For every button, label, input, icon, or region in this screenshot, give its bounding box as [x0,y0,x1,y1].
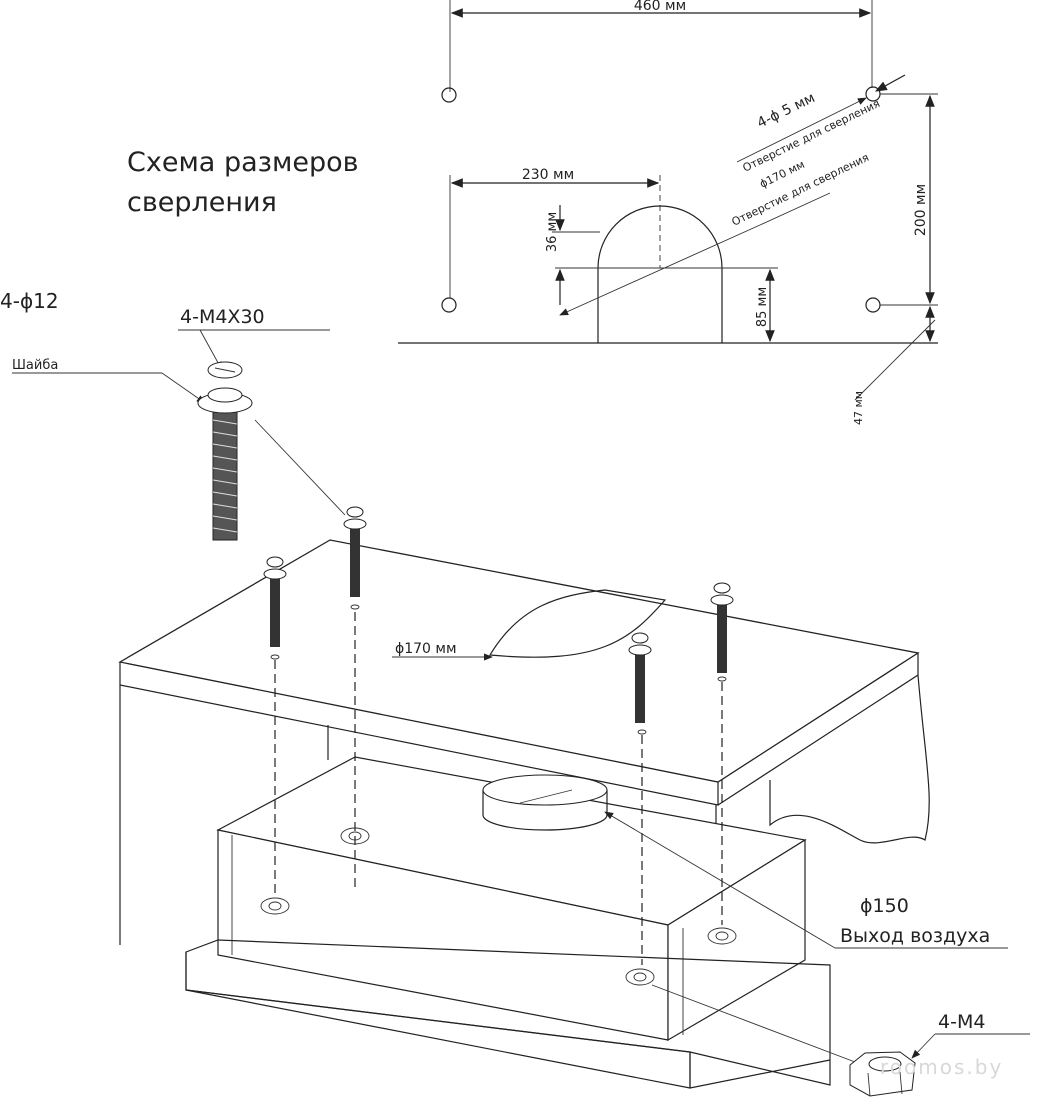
scheme-title-line1: Схема размеров [127,147,359,178]
screws [263,506,734,735]
washer-diameter-label: 4-ϕ12 [0,289,59,313]
drill-hole [865,297,881,313]
dim-47-label: 47 мм [852,391,865,425]
drill-hole [441,87,457,103]
outlet-diameter-label: ϕ150 [860,895,909,917]
cutout [488,589,667,658]
screw-label: 4-M4X30 [180,306,265,328]
air-outlet [482,774,608,806]
outlet-label: Выход воздуха [840,925,990,947]
dim-200-label: 200 мм [913,184,929,236]
dim-85-label: 85 мм [755,287,770,327]
assembly-view: 4-ϕ12 4-M4X30 Шайба ϕ170 мм [0,289,1030,1097]
dim-230-label: 230 мм [522,167,574,183]
countertop [118,539,920,783]
cutout-label: ϕ170 мм [395,641,457,657]
dim-460-label: 460 мм [634,0,686,14]
dim-36-label: 36 мм [545,212,560,252]
scheme-title-line2: сверления [127,187,277,218]
small-holes-label: 4-ϕ 5 мм [755,90,818,132]
screw-detail [197,361,253,541]
watermark: roomos.by [880,1055,1003,1079]
drill-hole [441,297,457,313]
hood-body [185,756,831,1089]
nut-label: 4-M4 [938,1011,985,1033]
nut-detail [849,1051,916,1097]
washer-label: Шайба [12,358,58,373]
drill-scheme: 460 мм 200 мм 47 мм 230 мм 36 мм 85 мм 4… [127,0,938,425]
big-hole-outline [597,205,723,343]
